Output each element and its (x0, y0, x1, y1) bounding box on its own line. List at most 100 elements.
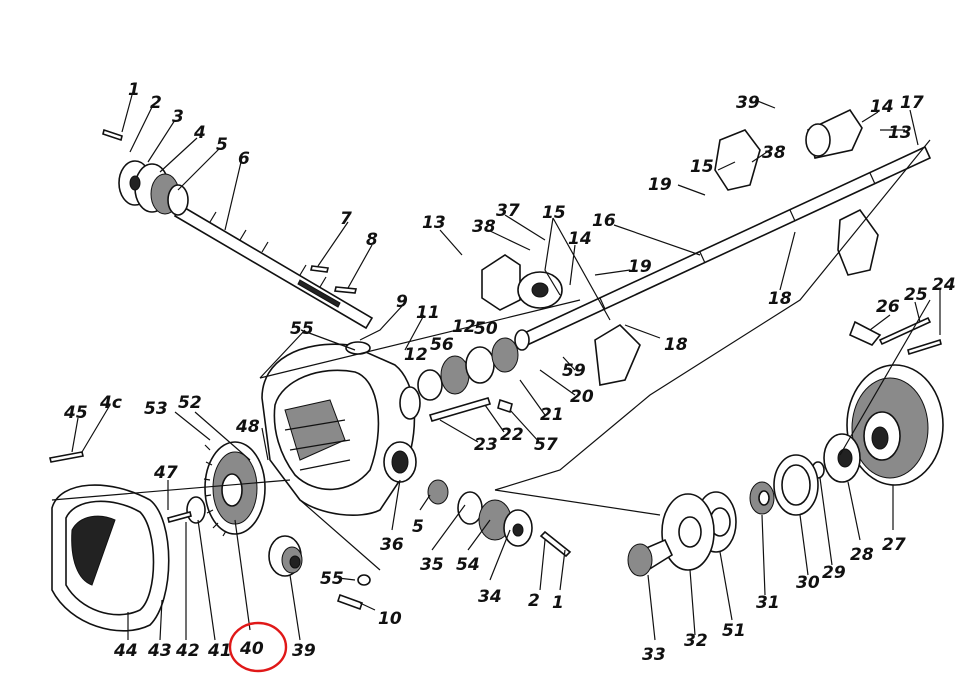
part-label: 33 (642, 645, 666, 665)
left-hub-bearing (118, 160, 189, 216)
part-label: 40 (239, 639, 264, 659)
bolt-42 (167, 511, 192, 523)
bolt-10 (336, 593, 364, 611)
part-label: 5 (412, 517, 424, 537)
part-label: 18 (768, 289, 792, 309)
fork-18-center (594, 323, 641, 386)
differential-housing (261, 341, 421, 516)
part-label: 2 (528, 591, 540, 611)
part-label: 1 (128, 80, 140, 100)
part-label: 26 (876, 297, 900, 317)
part-label: 29 (822, 563, 846, 583)
key-7 (310, 265, 329, 273)
part-labels: 1 2 3 4 5 6 7 8 9 55 11 12 56 12 50 13 3… (63, 80, 956, 665)
part-label: 13 (888, 123, 912, 143)
part-label: 38 (762, 143, 786, 163)
bolt-45 (49, 451, 84, 463)
part-label: 48 (235, 417, 260, 437)
bolt-25 (878, 316, 932, 346)
part-label: 59 (562, 361, 586, 381)
brake-drum-27 (846, 364, 944, 486)
clip-26 (848, 320, 882, 346)
fork-15-right (714, 129, 761, 191)
nut-55-lower (357, 574, 371, 586)
left-axle-shaft (173, 203, 374, 330)
part-label: 39 (292, 641, 316, 661)
gasket-30 (773, 454, 819, 516)
part-label: 8 (366, 230, 378, 250)
part-label: 12 (452, 317, 476, 337)
flange-32 (661, 493, 715, 571)
part-label: 41 (207, 641, 232, 661)
part-label: 52 (178, 393, 202, 413)
part-label: 39 (736, 93, 760, 113)
sleeve-14-right (805, 108, 863, 159)
part-label: 16 (592, 211, 616, 231)
part-label: 1 (552, 593, 564, 613)
part-label: 37 (496, 201, 520, 221)
part-label: 14 (870, 97, 894, 117)
part-label: 21 (540, 405, 564, 425)
part-label: 13 (422, 213, 446, 233)
part-label: 18 (664, 335, 688, 355)
part-label: 45 (63, 403, 88, 423)
part-label: 47 (153, 463, 178, 483)
part-label: 36 (380, 535, 404, 555)
part-label: 17 (900, 93, 924, 113)
part-label: 5 (216, 135, 228, 155)
part-label: 57 (534, 435, 558, 455)
part-label: 35 (420, 555, 444, 575)
bearing-pack-upper (417, 337, 519, 401)
part-label: 56 (430, 335, 454, 355)
part-label: 4 (193, 123, 206, 143)
part-label: 31 (756, 593, 780, 613)
part-label: 55 (290, 319, 314, 339)
part-label: 11 (416, 303, 440, 323)
part-label: 53 (144, 399, 168, 419)
part-label: 51 (722, 621, 746, 641)
crown-wheel-40 (203, 441, 266, 537)
part-label: 22 (500, 425, 524, 445)
bearing-31 (749, 481, 775, 515)
part-label: 15 (690, 157, 714, 177)
gear-right-lower (837, 208, 879, 276)
part-label: 54 (456, 555, 480, 575)
part-label: 4c (99, 393, 122, 413)
pin-57 (497, 398, 513, 414)
part-label: 15 (542, 203, 566, 223)
leader-lines (51, 94, 941, 641)
part-label: 38 (472, 217, 496, 237)
part-label: 28 (850, 545, 874, 565)
part-label: 7 (340, 209, 352, 229)
part-label: 34 (478, 587, 502, 607)
part-label: 44 (113, 641, 138, 661)
part-label: 9 (396, 292, 408, 312)
part-label: 10 (378, 609, 402, 629)
bolt-1-top (102, 128, 123, 142)
highlight-ring-40 (228, 621, 288, 673)
part-label: 20 (570, 387, 594, 407)
part-label: 43 (147, 641, 172, 661)
part-label: 12 (404, 345, 428, 365)
part-label: 2 (150, 93, 162, 113)
shaft-22 (428, 397, 492, 422)
pinion-39 (268, 535, 303, 577)
part-label: 19 (628, 257, 652, 277)
left-cover-44 (51, 484, 170, 632)
bolt-24 (907, 338, 942, 356)
flange-28 (823, 433, 861, 483)
key-8 (333, 286, 358, 294)
washer-41 (186, 496, 206, 524)
part-label: 42 (175, 641, 200, 661)
bolt-1-lower (539, 530, 572, 558)
part-label: 25 (904, 285, 928, 305)
bearing-5-lower (427, 479, 449, 505)
part-label: 6 (238, 149, 250, 169)
part-label: 30 (796, 573, 820, 593)
right-long-shaft (514, 145, 932, 351)
shaft-33 (627, 538, 674, 577)
part-label: 23 (474, 435, 498, 455)
part-label: 27 (882, 535, 906, 555)
gear-35-54 (457, 491, 533, 547)
